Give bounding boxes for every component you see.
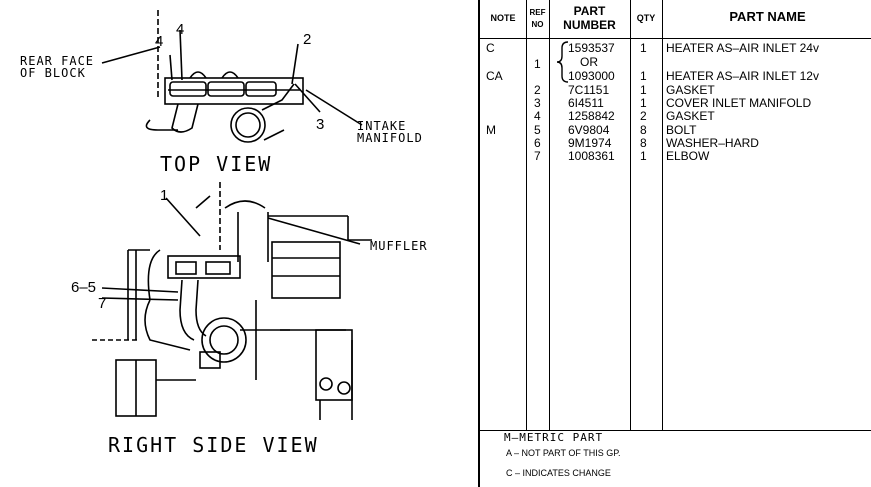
top-view-title: TOP VIEW [160, 152, 273, 176]
col-divider-qty [662, 0, 663, 430]
qty-cell: 1 [640, 96, 647, 110]
rear-face-of-block-label: REAR FACE OF BLOCK [20, 54, 95, 80]
right-side-view-title: RIGHT SIDE VIEW [108, 433, 319, 457]
ref-cell: 6 [534, 136, 541, 150]
callout-4: 4 [176, 21, 185, 38]
note-cell: C [486, 41, 495, 55]
ref-cell: 3 [534, 96, 541, 110]
part-name-cell: HEATER AS–AIR INLET 24v [666, 41, 819, 55]
part-name-cell: BOLT [666, 123, 697, 137]
parts-illustration: REAR FACE OF BLOCK INTAKE MANIFOLD MUFFL… [20, 10, 428, 457]
callout-7: 7 [98, 295, 107, 312]
metric-part-legend: M–METRIC PART [504, 431, 604, 444]
part-name-cell: ELBOW [666, 149, 710, 163]
part-name-cell: WASHER–HARD [666, 136, 759, 150]
qty-cell: 1 [640, 41, 647, 55]
engine-line-drawing [92, 10, 372, 420]
note-cell: CA [486, 69, 503, 83]
ref-cell: 4 [534, 109, 541, 123]
ref-cell: 5 [534, 123, 541, 137]
header-part-2: NUMBER [563, 18, 616, 32]
qty-cell: 8 [640, 136, 647, 150]
ref-cell: 1 [534, 57, 541, 71]
callout-2: 2 [303, 31, 312, 48]
qty-cell: 8 [640, 123, 647, 137]
col-divider-ref [549, 0, 550, 430]
part-number-cell: 6V9804 [568, 123, 610, 137]
part-name-cell: COVER INLET MANIFOLD [666, 96, 812, 110]
part-number-cell: 6I4511 [568, 96, 604, 110]
header-ref-2: NO [531, 20, 544, 29]
part-name-cell: GASKET [666, 83, 715, 97]
ref-cell: 7 [534, 149, 541, 163]
alternate-part-brace [556, 41, 569, 83]
qty-cell: 1 [640, 69, 647, 83]
header-rule [480, 38, 871, 39]
indicates-change-legend: C – INDICATES CHANGE [506, 468, 611, 478]
header-part-1: PART [573, 4, 606, 18]
not-part-of-group-legend: A – NOT PART OF THIS GP. [506, 448, 621, 458]
qty-cell: 2 [640, 109, 647, 123]
header-ref-1: REF [529, 8, 546, 17]
ref-cell: 2 [534, 83, 541, 97]
part-number-cell: 1593537 [568, 41, 615, 55]
parts-list-table: NOTE REF NO PART NUMBER QTY PART NAME C … [478, 0, 871, 487]
header-qty: QTY [636, 13, 656, 23]
qty-cell: 1 [640, 149, 647, 163]
muffler-label: MUFFLER [370, 239, 428, 253]
part-number-cell: 1008361 [568, 149, 615, 163]
callout-1: 1 [160, 187, 169, 204]
part-name-cell: HEATER AS–AIR INLET 12v [666, 69, 819, 83]
part-number-cell: 9M1974 [568, 136, 612, 150]
callout-4-left: 4 [155, 33, 164, 50]
note-cell: M [486, 123, 496, 137]
footer-rule [480, 430, 871, 431]
part-name-cell: GASKET [666, 109, 715, 123]
qty-cell: 1 [640, 83, 647, 97]
header-note: NOTE [490, 13, 516, 23]
part-number-cell: 1258842 [568, 109, 615, 123]
header-part-name: PART NAME [729, 9, 806, 24]
part-number-cell: 1093000 [568, 69, 615, 83]
col-divider-note [526, 0, 527, 430]
callout-3: 3 [316, 116, 325, 133]
part-number-cell: 7C1151 [568, 83, 610, 97]
col-divider-part [630, 0, 631, 430]
callout-6-5: 6–5 [71, 279, 97, 296]
part-number-cell: OR [580, 55, 598, 69]
intake-manifold-label: INTAKE MANIFOLD [357, 119, 423, 145]
